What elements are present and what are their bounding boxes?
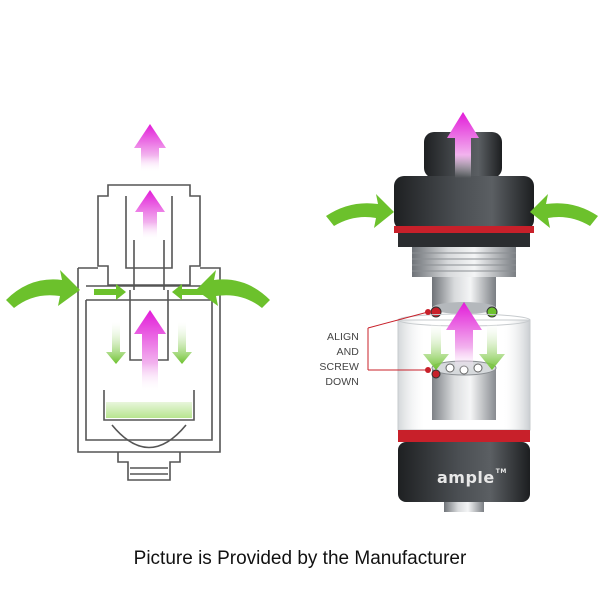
- up-arrow-icon: [446, 302, 482, 372]
- curved-arrow-icon: [326, 194, 394, 228]
- up-arrow-icon: [134, 124, 166, 172]
- callout-line-1: ALIGN AND: [326, 331, 359, 358]
- top-cap: [394, 176, 534, 230]
- down-arrow-icon: [479, 324, 505, 370]
- callout-bracket: [367, 311, 429, 371]
- curved-arrow-icon: [6, 270, 80, 308]
- down-arrow-icon: [423, 324, 449, 370]
- up-arrow-icon: [135, 190, 165, 240]
- caption: Picture is Provided by the Manufacturer: [133, 548, 467, 569]
- airflow-in-arrows-left: [6, 270, 270, 364]
- up-arrow-icon: [447, 112, 479, 178]
- coil-glow-left: [106, 402, 192, 418]
- down-arrow-icon: [172, 322, 192, 364]
- left-arrow-icon: [172, 284, 204, 300]
- up-arrow-icon: [134, 310, 166, 392]
- down-arrow-icon: [106, 322, 126, 364]
- curved-arrow-icon: [196, 270, 270, 308]
- right-arrow-icon: [94, 284, 126, 300]
- trademark-mark: TM: [495, 468, 507, 475]
- airflow-arrows-right: [326, 112, 598, 372]
- callout-line-2: SCREW DOWN: [319, 361, 359, 388]
- tank-base: [398, 442, 530, 502]
- align-callout: ALIGN AND SCREW DOWN: [303, 330, 359, 390]
- curved-arrow-icon: [530, 194, 598, 228]
- brand-name: ample: [437, 468, 495, 487]
- airflow-out-arrows-left: [134, 124, 166, 392]
- brand-logo: ampleTM: [437, 468, 507, 487]
